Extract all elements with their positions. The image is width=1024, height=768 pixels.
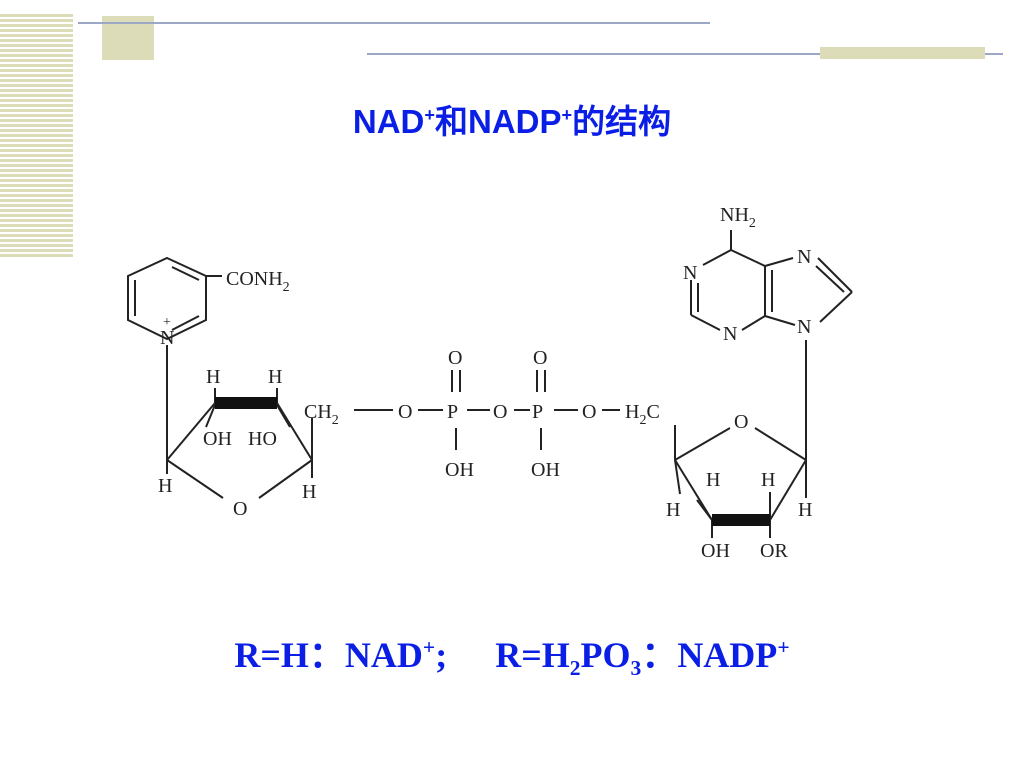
label-h-d: H (302, 481, 316, 503)
slide-title: NAD+和NADP+的结构 (352, 103, 672, 140)
decorative-line-mid (367, 53, 1003, 55)
label-h-b: H (268, 366, 282, 388)
label-po-o1: O (448, 347, 462, 369)
label-ho-a: HO (248, 428, 277, 450)
label-nh2: NH2 (720, 204, 756, 231)
label-n1: N (683, 262, 697, 284)
label-p2: P (532, 401, 543, 423)
label-n3: N (723, 323, 737, 345)
label-o-ring2: O (734, 411, 748, 433)
label-ch2-left: CH2 (304, 401, 339, 428)
label-conh2: CONH2 (226, 268, 290, 295)
label-po-oh1: OH (445, 459, 474, 481)
label-h-a: H (206, 366, 220, 388)
label-o2: O (493, 401, 507, 423)
label-p1: P (447, 401, 458, 423)
label-n9: N (797, 316, 811, 338)
label-n-pyridinium: N (160, 327, 174, 349)
label-oh-b: OH (701, 540, 730, 562)
decorative-bar-right (820, 47, 985, 59)
decorative-line-top (78, 22, 710, 24)
label-h-e: H (706, 469, 720, 491)
nad-structure-diagram: CONH2 + N H H OH HO H H O CH2 O P O P O … (127, 204, 853, 562)
label-po-o2: O (533, 347, 547, 369)
wedge-bonds (215, 397, 770, 526)
label-n7: N (797, 246, 811, 268)
label-h-g: H (666, 499, 680, 521)
label-or-b: OR (760, 540, 788, 562)
label-o-ring1: O (233, 498, 247, 520)
decorative-stripes (0, 14, 73, 258)
label-h-h: H (798, 499, 812, 521)
label-n-plus: + (163, 315, 171, 330)
label-po-oh2: OH (531, 459, 560, 481)
label-h-f: H (761, 469, 775, 491)
bonds (127, 230, 853, 538)
label-oh-a: OH (203, 428, 232, 450)
label-o3: O (582, 401, 596, 423)
substituent-legend: R=H：NAD+;R=H2PO3：NADP+ (234, 635, 790, 681)
label-h2c: H2C (625, 401, 660, 428)
label-h-c: H (158, 475, 172, 497)
label-o1: O (398, 401, 412, 423)
